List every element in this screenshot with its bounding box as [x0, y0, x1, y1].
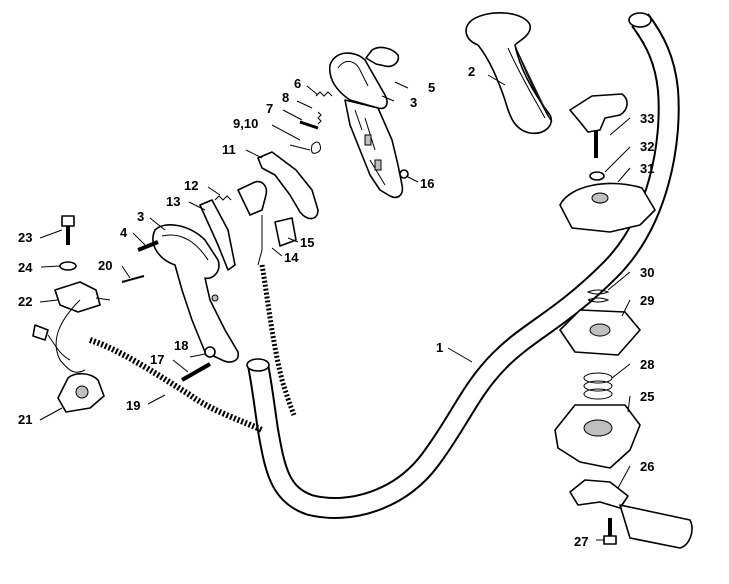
- screw-20: [121, 275, 145, 283]
- washer-32: [589, 171, 605, 181]
- callout-18: 18: [174, 338, 188, 353]
- callout-4: 4: [120, 225, 128, 240]
- switch-cable: [259, 264, 297, 416]
- callout-13: 13: [166, 194, 180, 209]
- bolt-27-head: [603, 535, 617, 545]
- housing-body: [344, 99, 404, 199]
- callout-labels: 1 2 3 3 4 5 6 7 8 9,10 11 12 13 14 15 16…: [18, 64, 654, 549]
- callout-28: 28: [640, 357, 654, 372]
- callout-16: 16: [420, 176, 434, 191]
- callout-22: 22: [18, 294, 32, 309]
- callout-26: 26: [640, 459, 654, 474]
- cap-piece: [365, 46, 400, 68]
- callout-9-10: 9,10: [233, 116, 258, 131]
- wiring: [55, 299, 86, 373]
- clamp-saddle: [569, 479, 629, 509]
- rear-handle: [152, 224, 240, 363]
- callout-3-upper: 3: [410, 95, 417, 110]
- callout-5: 5: [428, 80, 435, 95]
- callout-32: 32: [640, 139, 654, 154]
- thumb-knob: [569, 93, 628, 133]
- callout-24: 24: [18, 260, 33, 275]
- callout-33: 33: [640, 111, 654, 126]
- callout-21: 21: [18, 412, 32, 427]
- trigger-lever: [257, 151, 319, 220]
- screw-4: [137, 240, 159, 252]
- clamp-housing-25: [554, 404, 641, 469]
- clamp-cap: [559, 182, 656, 233]
- throttle-cable: [89, 337, 264, 433]
- callout-25: 25: [640, 389, 654, 404]
- washer-24: [59, 261, 77, 271]
- housing-shell-upper: [328, 46, 400, 110]
- callout-23: 23: [18, 230, 32, 245]
- callout-19: 19: [126, 398, 140, 413]
- callout-7: 7: [266, 101, 273, 116]
- callout-2: 2: [468, 64, 475, 79]
- callout-14: 14: [284, 250, 299, 265]
- callout-31: 31: [640, 161, 654, 176]
- callout-30: 30: [640, 265, 654, 280]
- callout-15: 15: [300, 235, 314, 250]
- callout-27: 27: [574, 534, 588, 549]
- clamp-22: [54, 281, 101, 313]
- callout-6: 6: [294, 76, 301, 91]
- tube-end-left: [246, 358, 270, 372]
- leader-lines: [39, 74, 631, 541]
- screw-17: [181, 362, 211, 382]
- grip: [465, 12, 553, 135]
- handlebar-tube: [246, 12, 680, 519]
- tube-end-top: [628, 12, 652, 28]
- callout-3-lower: 3: [137, 209, 144, 224]
- callout-11: 11: [222, 142, 236, 157]
- lock-lever: [199, 199, 236, 271]
- callout-29: 29: [640, 293, 654, 308]
- screw-23: [61, 215, 75, 245]
- spring-28: [583, 372, 613, 400]
- callout-17: 17: [150, 352, 164, 367]
- callout-1: 1: [436, 340, 443, 355]
- torsion-spring: [214, 195, 232, 201]
- connector: [32, 324, 49, 341]
- drive-shaft-tube: [619, 504, 693, 549]
- spring-30: [586, 289, 610, 303]
- callout-12: 12: [184, 178, 198, 193]
- callout-20: 20: [98, 258, 112, 273]
- callout-8: 8: [282, 90, 289, 105]
- small-hardware: [289, 91, 333, 154]
